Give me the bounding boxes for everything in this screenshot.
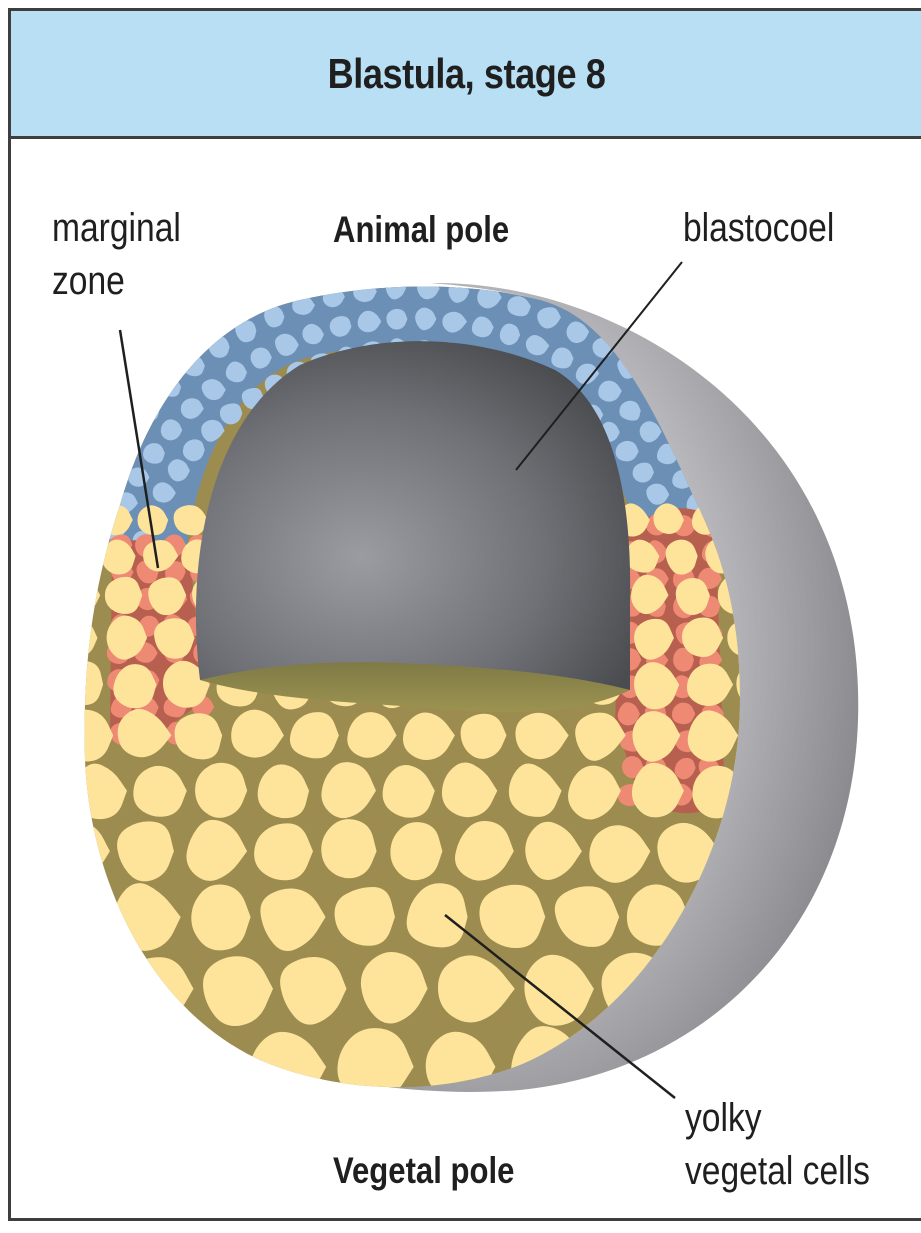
cell [140,354,162,376]
cell [62,539,95,573]
label-yolky-2: vegetal cells [685,1146,870,1196]
cell [138,399,160,421]
cell [485,258,506,278]
cell [42,954,112,1022]
cell [64,505,96,535]
cell [105,577,142,614]
cell [221,292,243,314]
cell [76,435,98,458]
cell [86,480,110,501]
label-marginal-zone-2: zone [52,256,125,306]
cell [73,1029,145,1107]
cell [116,381,137,401]
cell [252,279,273,301]
cell [39,882,102,949]
cell [95,407,118,429]
label-blastocoel: blastocoel [683,203,834,253]
cell [47,499,71,520]
cell [102,451,125,473]
cell [162,1034,236,1107]
cell [518,267,541,288]
cell [60,466,83,487]
label-yolky-1: yolky [685,1093,762,1143]
cell [164,332,185,352]
cell [159,376,181,397]
cell [192,310,213,332]
cell [549,279,571,300]
label-animal-pole: Animal pole [333,205,509,255]
label-vegetal-pole: Vegetal pole [333,1146,514,1196]
label-marginal-zone-1: marginal [52,203,181,253]
cell [317,257,339,276]
cell [76,510,97,532]
cell [283,267,305,287]
cell [60,661,103,705]
